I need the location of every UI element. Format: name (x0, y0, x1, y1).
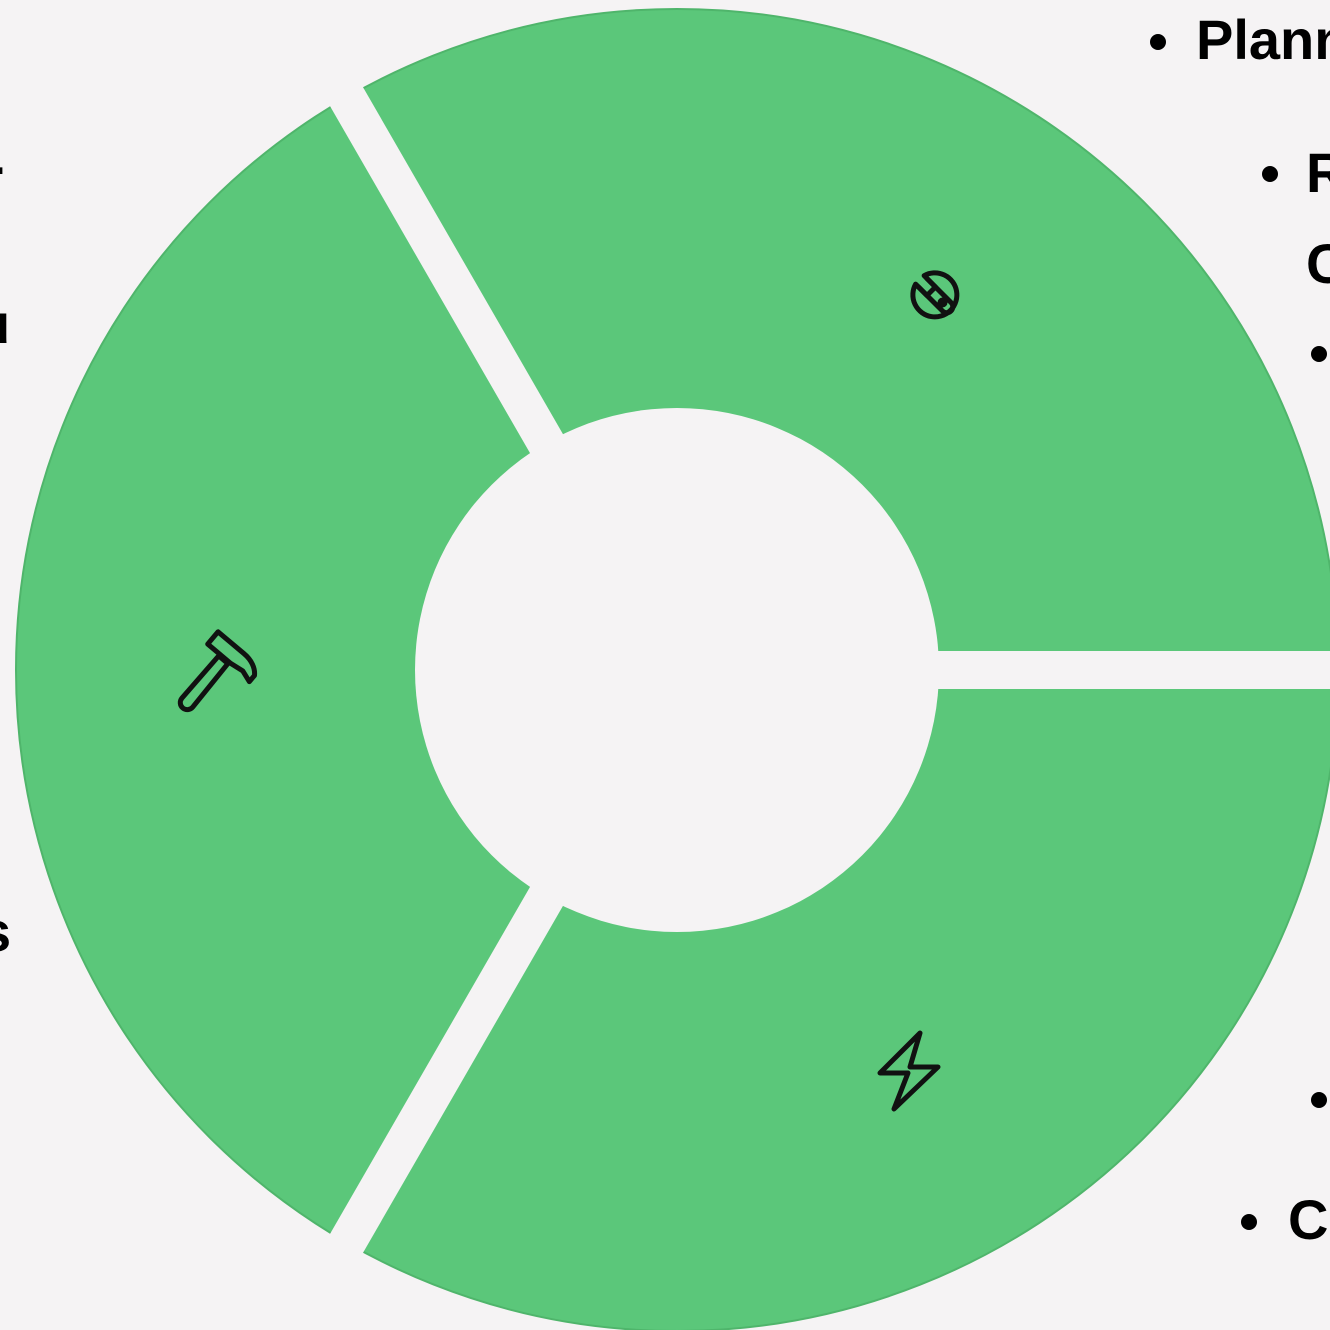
label-right-bottom: C (1288, 1188, 1329, 1251)
label-right-second-cont: C (1306, 232, 1330, 295)
bullet-dot (1150, 34, 1166, 50)
ring-segments (15, 8, 1330, 1330)
label-right-second: R (1306, 141, 1330, 204)
lightning-bolt-icon (877, 1030, 941, 1112)
label-left-fragment-2: u (0, 296, 10, 352)
label-left-fragment-1: - (0, 138, 5, 194)
hammer-icon (177, 629, 258, 713)
bullet-dot (1262, 166, 1278, 182)
label-left-fragment-3: s (0, 904, 11, 960)
label-right-top: Plann (1196, 8, 1330, 71)
bullet-dot (1241, 1214, 1257, 1230)
bullet-dot (1311, 346, 1327, 362)
bullet-dot (1311, 1092, 1327, 1108)
wrench-icon (910, 270, 960, 320)
